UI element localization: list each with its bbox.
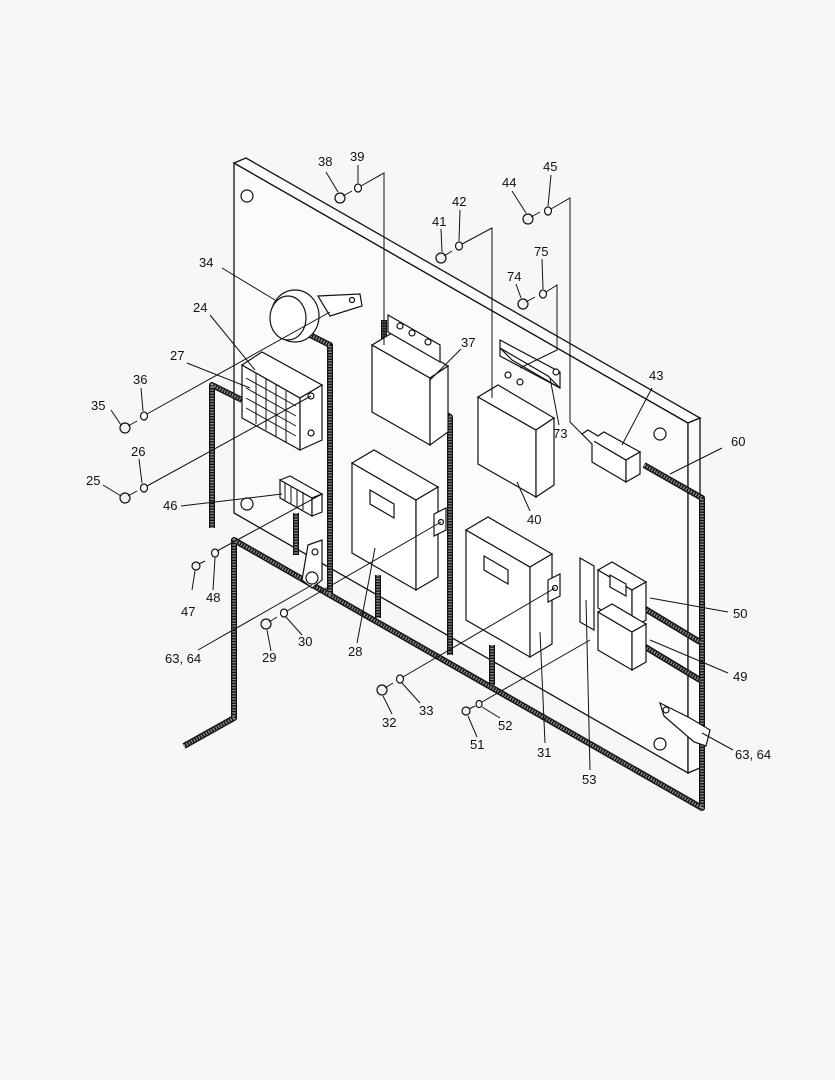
callout-53: 53 — [582, 772, 596, 787]
relay-37 — [370, 313, 450, 447]
leader-lines — [102, 165, 734, 771]
callout-52: 52 — [498, 718, 512, 733]
washer-26 — [139, 483, 149, 493]
plate-hole — [653, 737, 667, 751]
callout-27: 27 — [170, 348, 184, 363]
callout-75: 75 — [534, 244, 548, 259]
washer-39 — [353, 183, 363, 193]
callout-63-64-left: 63, 64 — [165, 651, 201, 666]
callout-31: 31 — [537, 745, 551, 760]
callout-24: 24 — [193, 300, 207, 315]
callout-34: 34 — [199, 255, 213, 270]
callout-63-64-right: 63, 64 — [735, 747, 771, 762]
relay-pair — [579, 556, 648, 672]
washer-30 — [279, 608, 289, 618]
plate-hole — [653, 427, 667, 441]
callout-40: 40 — [527, 512, 541, 527]
terminal-block — [240, 351, 324, 452]
plate-hole — [240, 189, 254, 203]
callout-32: 32 — [382, 715, 396, 730]
callout-50: 50 — [733, 606, 747, 621]
buzzer — [269, 289, 363, 343]
callout-29: 29 — [262, 650, 276, 665]
callout-60: 60 — [731, 434, 745, 449]
screw-51 — [461, 705, 476, 716]
screw-47 — [191, 560, 206, 571]
callout-42: 42 — [452, 194, 466, 209]
callout-38: 38 — [318, 154, 332, 169]
screw-74 — [517, 296, 536, 310]
callout-25: 25 — [86, 473, 100, 488]
mounting-plate — [232, 157, 702, 775]
callout-43: 43 — [649, 368, 663, 383]
screw-29 — [260, 616, 278, 630]
screw-41 — [435, 250, 453, 264]
callout-48: 48 — [206, 590, 220, 605]
callout-28: 28 — [348, 644, 362, 659]
callout-73: 73 — [553, 426, 567, 441]
sensor-43 — [581, 429, 642, 484]
plate-hole — [240, 497, 254, 511]
washer-48 — [210, 548, 220, 558]
callout-35: 35 — [91, 398, 105, 413]
screw-32 — [376, 682, 394, 696]
callout-30: 30 — [298, 634, 312, 649]
callout-36: 36 — [133, 372, 147, 387]
callout-41: 41 — [432, 214, 446, 229]
screw-35 — [119, 420, 138, 434]
callout-49: 49 — [733, 669, 747, 684]
callout-37: 37 — [461, 335, 475, 350]
washer-36 — [139, 411, 149, 421]
washer-75 — [538, 289, 548, 299]
washer-52 — [475, 699, 483, 709]
callout-33: 33 — [419, 703, 433, 718]
callout-39: 39 — [350, 149, 364, 164]
callout-74: 74 — [507, 269, 521, 284]
callout-44: 44 — [502, 175, 516, 190]
fasteners — [119, 183, 553, 716]
washer-42 — [454, 241, 464, 251]
screw-44 — [522, 211, 541, 225]
screw-38 — [334, 190, 353, 204]
screw-25 — [119, 490, 138, 504]
callout-46: 46 — [163, 498, 177, 513]
cable-clamp — [301, 539, 323, 589]
washer-45 — [543, 206, 553, 216]
cable-clamp-right — [659, 701, 711, 747]
phantom-lines — [146, 172, 591, 703]
control-module-31 — [464, 516, 561, 659]
washer-33 — [395, 674, 405, 684]
callout-45: 45 — [543, 159, 557, 174]
relay-40 — [476, 339, 561, 499]
callout-26: 26 — [131, 444, 145, 459]
callout-47: 47 — [181, 604, 195, 619]
callout-51: 51 — [470, 737, 484, 752]
callout-labels: 38 39 41 42 44 45 75 74 34 24 27 36 35 2… — [86, 149, 771, 787]
